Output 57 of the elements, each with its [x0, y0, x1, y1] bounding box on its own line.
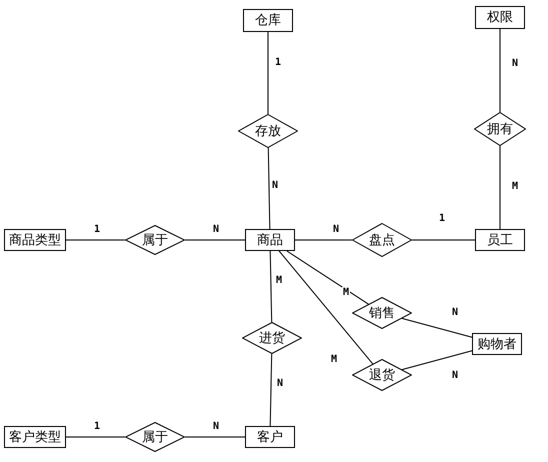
- cardinality-label: N: [212, 421, 220, 432]
- connector-line: [268, 147, 270, 230]
- node-label: 存放: [255, 123, 281, 140]
- relationship-diamond: [352, 297, 412, 329]
- relationship-diamond: [242, 322, 302, 354]
- entity-box: [243, 8, 293, 32]
- relationship-diamond: [238, 114, 298, 148]
- cardinality-label: M: [330, 354, 338, 365]
- node-label: 商品: [257, 232, 283, 249]
- node-label: 盘点: [369, 232, 395, 249]
- node-label: 退货: [369, 367, 395, 384]
- connector-line: [401, 350, 472, 370]
- entity-box: [472, 333, 522, 355]
- node-label: 购物者: [478, 336, 516, 353]
- node-label: 属于: [142, 429, 168, 446]
- entity-box: [245, 426, 295, 448]
- node-label: 客户: [257, 429, 283, 446]
- cardinality-label: N: [332, 224, 340, 235]
- cardinality-label: 1: [93, 421, 102, 432]
- relationship-diamond: [474, 112, 526, 146]
- connector-line: [270, 250, 272, 323]
- node-label: 进货: [259, 330, 285, 347]
- node-label: 权限: [487, 9, 513, 26]
- cardinality-label: 1: [438, 213, 446, 224]
- entity-box: [4, 426, 66, 448]
- cardinality-label: N: [271, 180, 280, 191]
- cardinality-label: M: [275, 275, 284, 286]
- relationship-diamond: [125, 422, 185, 452]
- connector-line: [184, 436, 246, 438]
- relationship-diamond: [352, 359, 412, 391]
- node-label: 仓库: [255, 12, 281, 29]
- node-label: 商品类型: [9, 232, 61, 249]
- cardinality-label: N: [511, 58, 520, 69]
- cardinality-label: N: [212, 224, 220, 235]
- relationship-diamond: [125, 225, 185, 255]
- node-label: 销售: [369, 305, 395, 322]
- cardinality-label: 1: [93, 224, 102, 235]
- cardinality-label: N: [451, 370, 460, 381]
- node-label: 拥有: [487, 121, 513, 138]
- cardinality-label: M: [511, 181, 520, 192]
- node-label: 客户类型: [9, 429, 61, 446]
- cardinality-label: N: [451, 307, 460, 318]
- node-label: 员工: [487, 232, 513, 249]
- node-label: 属于: [142, 232, 168, 249]
- connector-line: [270, 353, 272, 426]
- relationship-diamond: [352, 223, 412, 257]
- connector-line: [401, 318, 472, 338]
- cardinality-label: 1: [274, 57, 282, 68]
- entity-box: [245, 229, 295, 251]
- entity-box: [4, 229, 66, 251]
- connector-line: [286, 250, 369, 305]
- entity-box: [475, 6, 525, 28]
- connector-line: [278, 250, 374, 364]
- cardinality-label: M: [342, 287, 350, 298]
- connector-line: [66, 436, 126, 438]
- cardinality-label: N: [276, 378, 284, 389]
- entity-box: [475, 229, 525, 251]
